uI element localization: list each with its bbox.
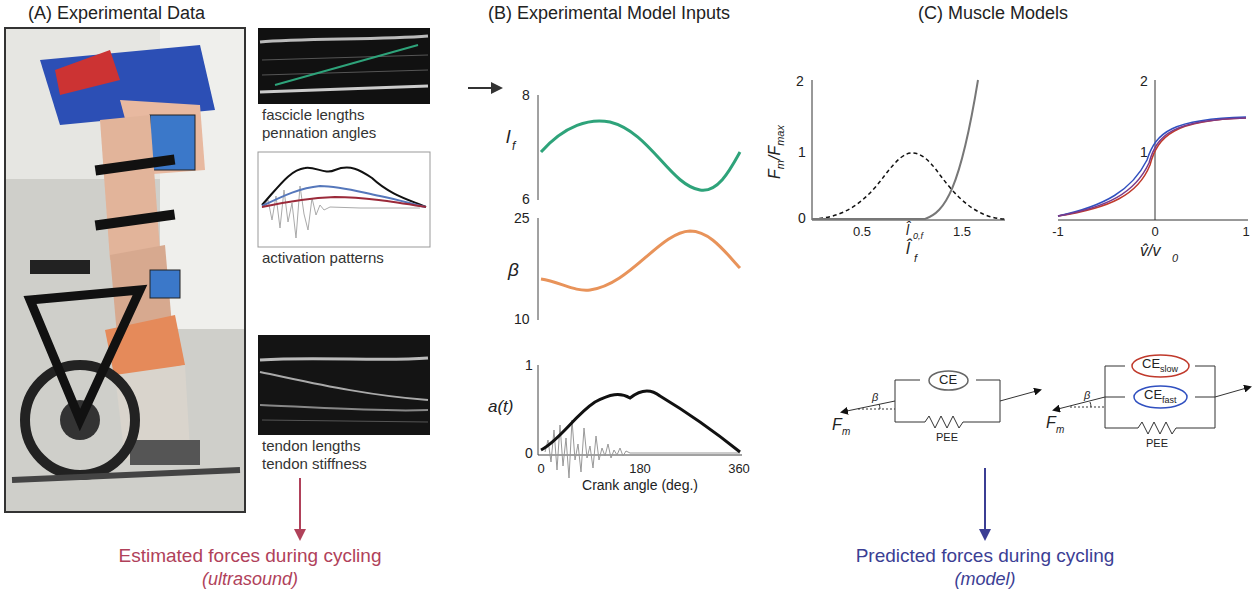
tick-label: 1 [1140,145,1148,160]
cyclist-photo [5,28,245,512]
force-subscript: m [1056,424,1064,435]
rotated-axis-title: Fm/Fmax [766,125,786,179]
tick-label: 8 [522,88,530,103]
tick-label: 0.5 [853,225,871,239]
angle-symbol: β [872,391,878,403]
element-name: CE [1142,356,1160,371]
tick-label: 360 [728,462,750,476]
axis-label: v̂/v [1140,242,1160,260]
element-subscript: slow [1160,364,1178,374]
result-label: (model) [954,570,1015,590]
element-label: PEE [1146,437,1168,449]
tick-label: 1 [798,145,806,160]
element-ellipse [1134,386,1187,408]
panel-heading: (A) Experimental Data [28,4,205,24]
tick-label: 2 [1140,74,1148,89]
ultrasound-tendon-image [258,335,430,435]
axis-label: a(t) [488,398,514,417]
image-panel: tendon lengths tendon stiffness [258,335,430,473]
ultrasound-fascicle-image [258,28,430,104]
axis-subscript: f [512,140,515,153]
panel-arrow [468,87,500,89]
axis-label: /F [766,146,783,160]
tick-label: -1 [1052,225,1064,239]
tick-label: l̂ [906,223,909,238]
axis-label: Crank angle (deg.) [582,478,698,493]
angle-symbol: β [1084,389,1090,401]
tick-subscript: 0,f [913,232,923,242]
axis-subscript: f [914,252,917,264]
force-subscript: m [842,426,850,437]
tick-label: 0 [798,211,806,226]
axis-subscript: max [774,125,786,146]
tick-label: 0 [525,446,533,461]
model-element: CE [928,370,969,391]
tick-label: 2 [796,74,804,89]
panel-heading: (C) Muscle Models [918,4,1068,24]
result-label: Estimated forces during cycling [119,546,382,567]
axis-label: F [766,169,783,179]
result-label: (ultrasound) [202,570,298,590]
image-panel: activation patterns [258,152,430,267]
activation-pattern-plot [258,152,430,247]
axis-subscript: m [774,160,786,169]
model-input-plots [538,95,742,478]
axis-subscript: 0 [1172,252,1178,264]
element-subscript: fast [1162,395,1177,405]
force-symbol: F [832,416,842,434]
model-element: CEslow [1131,354,1190,378]
tick-label: 25 [514,211,530,226]
tick-label: 180 [629,462,651,476]
result-label: Predicted forces during cycling [856,546,1115,567]
result-arrow [299,478,301,538]
tick-label: 6 [522,192,530,207]
element-name: CE [1144,387,1162,402]
tick-label: 0 [1151,225,1158,239]
panel-caption: activation patterns [258,249,434,267]
model-element: CEfast [1133,385,1188,409]
force-symbol: F [1046,414,1056,432]
force-velocity-plot [1058,80,1248,220]
panel-caption: fascicle lengths pennation angles [258,106,392,142]
element-ellipse [929,371,968,390]
image-panel: fascicle lengths pennation angles [258,28,430,142]
element-label: PEE [936,431,958,443]
element-ellipse [1132,355,1189,377]
element-name: CE [939,372,957,387]
panel-caption: tendon lengths tendon stiffness [258,437,387,473]
tick-label: 1 [525,358,533,373]
tick-label: 1.5 [953,225,971,239]
tick-label: 1 [1242,225,1249,239]
axis-label: l̂ [906,240,910,259]
axis-label: l [506,127,510,148]
panel-heading: (B) Experimental Model Inputs [488,4,730,24]
tick-label: 0 [537,462,544,476]
axis-label: β [508,260,519,281]
result-arrow [984,468,986,538]
force-length-plot [812,80,1005,220]
tick-label: 10 [514,312,530,327]
